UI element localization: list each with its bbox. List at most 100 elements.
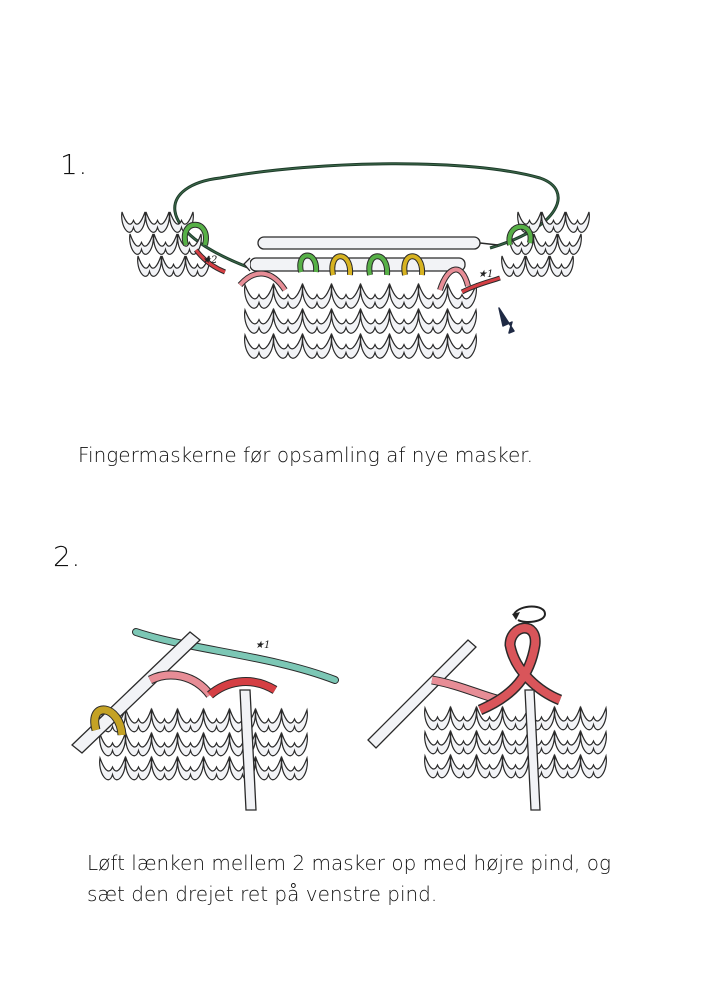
knit-stitch <box>450 753 477 779</box>
pink-strand-3 <box>431 675 502 705</box>
knit-stitch <box>580 705 607 731</box>
step-2-right-illustration <box>367 605 607 811</box>
knit-stitch <box>554 729 581 755</box>
knit-stitch <box>177 233 202 255</box>
knitted-fabric <box>121 211 590 359</box>
knit-stitch <box>331 307 361 334</box>
knit-stitch <box>177 707 204 733</box>
step-1-number: 1. <box>60 148 88 181</box>
knit-stitch <box>447 307 477 334</box>
knit-stitch <box>203 755 230 781</box>
knit-stitch <box>360 332 390 359</box>
yellow-stitch-2 <box>401 253 426 276</box>
green-stitch-2 <box>366 253 391 276</box>
knit-stitch <box>360 282 390 309</box>
knit-stitch <box>331 332 361 359</box>
red-twisted-loop <box>477 622 563 716</box>
knit-stitch <box>525 255 550 277</box>
knit-stitch <box>255 707 282 733</box>
knit-stitch <box>418 282 448 309</box>
red-strand-2 <box>194 248 226 275</box>
pink-stitch-left <box>237 270 288 292</box>
knit-stitch <box>302 332 332 359</box>
knit-stitch <box>121 211 146 233</box>
knit-stitch <box>161 255 186 277</box>
knit-stitch <box>389 307 419 334</box>
green-finger-loop-left <box>181 221 209 246</box>
knit-stitch <box>424 729 451 755</box>
knit-stitch <box>177 731 204 757</box>
knit-stitch <box>145 211 170 233</box>
step-2-number: 2. <box>53 540 81 573</box>
step-1-illustration: ★2 ★1 <box>121 162 590 359</box>
knit-stitch <box>125 755 152 781</box>
knit-stitch <box>273 307 303 334</box>
step-2-caption-line-2: sæt den drejet ret på venstre pind. <box>87 882 438 906</box>
knit-stitch <box>580 753 607 779</box>
knit-stitch <box>450 729 477 755</box>
knit-stitch <box>302 282 332 309</box>
yellow-stitch-1 <box>329 253 354 276</box>
knit-stitch <box>151 707 178 733</box>
pointer-arrow-icon <box>498 307 515 334</box>
step-1-caption: Fingermaskerne før opsamling af nye mask… <box>78 443 533 467</box>
left-needle <box>243 257 466 272</box>
knit-stitch <box>151 731 178 757</box>
knit-stitch <box>447 332 477 359</box>
star-1-label: ★1 <box>478 269 493 280</box>
knit-stitch <box>185 255 210 277</box>
knit-stitch <box>281 731 308 757</box>
knit-stitch <box>125 707 152 733</box>
left-needle-3 <box>524 689 541 811</box>
rotate-arrow-icon <box>512 605 547 623</box>
knit-stitch <box>424 705 451 731</box>
knit-stitch <box>476 753 503 779</box>
mint-strand <box>132 628 339 684</box>
step-2-left-illustration: ★1 <box>71 628 339 811</box>
knit-stitch <box>99 755 126 781</box>
green-stitch-1 <box>297 252 320 273</box>
knit-stitch <box>418 332 448 359</box>
knit-stitch <box>281 755 308 781</box>
pink-strand-2 <box>147 670 214 698</box>
red-strand-loop <box>207 677 278 699</box>
knit-stitch <box>99 731 126 757</box>
knit-stitch <box>541 211 566 233</box>
knit-stitch <box>502 729 529 755</box>
red-strand-1 <box>460 275 501 295</box>
knit-stitch <box>533 233 558 255</box>
knit-stitch <box>331 282 361 309</box>
knit-stitch <box>424 753 451 779</box>
knit-stitch <box>244 332 274 359</box>
knit-stitch <box>281 707 308 733</box>
knit-stitch <box>255 755 282 781</box>
knit-stitch <box>549 255 574 277</box>
step-2-caption-line-1: Løft lænken mellem 2 masker op med højre… <box>87 851 612 875</box>
green-finger-loop-right <box>506 223 534 246</box>
knit-stitch <box>151 755 178 781</box>
knit-stitch <box>450 705 477 731</box>
knit-stitch <box>418 307 448 334</box>
knit-stitch <box>502 705 529 731</box>
knit-stitch <box>125 731 152 757</box>
knit-stitch <box>203 707 230 733</box>
knit-stitch <box>501 255 526 277</box>
knit-stitch <box>502 753 529 779</box>
knit-stitch <box>389 332 419 359</box>
right-needle-3 <box>367 639 477 749</box>
star-2-label: ★2 <box>202 255 217 266</box>
knit-stitch <box>565 211 590 233</box>
mustard-stitch <box>90 705 127 736</box>
knit-stitch <box>153 233 178 255</box>
knit-stitch <box>476 729 503 755</box>
knit-stitch <box>476 705 503 731</box>
circular-needle-cable <box>173 162 560 270</box>
knit-stitch <box>557 233 582 255</box>
pink-stitch-right <box>437 266 471 291</box>
knit-stitch <box>580 729 607 755</box>
knit-stitch <box>137 255 162 277</box>
knit-stitch <box>129 233 154 255</box>
knit-stitch <box>255 731 282 757</box>
knit-stitch <box>244 307 274 334</box>
